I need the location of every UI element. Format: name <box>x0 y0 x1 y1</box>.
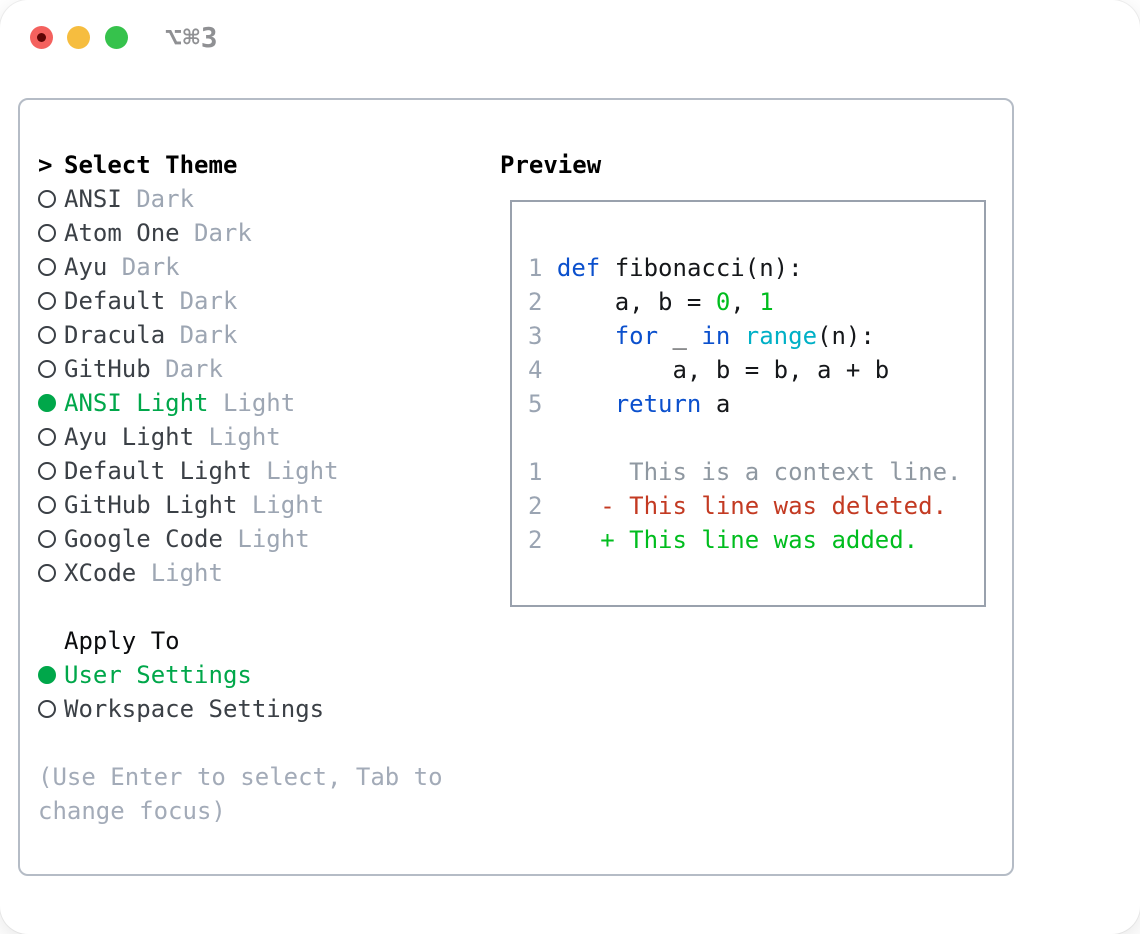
spacer <box>38 726 498 760</box>
theme-name: Dracula <box>64 321 166 349</box>
theme-variant: Dark <box>165 355 223 383</box>
theme-variant: Light <box>266 457 339 485</box>
blank-line <box>528 217 984 251</box>
select-theme-title: Select Theme <box>64 151 238 179</box>
theme-name: ANSI Light <box>64 389 209 417</box>
theme-name: Ayu Light <box>64 423 195 451</box>
theme-option-xcode[interactable]: XCode Light <box>38 556 498 590</box>
apply-to-title: Apply To <box>64 627 180 655</box>
apply-option-workspace-settings[interactable]: Workspace Settings <box>38 692 498 726</box>
radio-unselected-icon <box>38 360 64 378</box>
theme-option-atom-one-dark[interactable]: Atom One Dark <box>38 216 498 250</box>
theme-name: XCode <box>64 559 137 587</box>
theme-variant: Dark <box>136 185 195 213</box>
theme-variant: Light <box>237 525 310 553</box>
zoom-button[interactable] <box>105 26 128 49</box>
theme-option-ayu-light[interactable]: Ayu Light Light <box>38 420 498 454</box>
theme-option-google-code[interactable]: Google Code Light <box>38 522 498 556</box>
radio-unselected-icon <box>38 700 64 718</box>
theme-name: GitHub <box>64 355 151 383</box>
theme-variant: Dark <box>179 287 238 315</box>
theme-name: Ayu <box>64 253 108 281</box>
preview-title: Preview <box>500 151 602 179</box>
line-number: 2 <box>528 492 543 520</box>
apply-option-label: Workspace Settings <box>64 695 325 723</box>
theme-name: Default Light <box>64 457 252 485</box>
radio-unselected-icon <box>38 462 64 480</box>
close-button[interactable] <box>30 26 53 49</box>
theme-name: GitHub Light <box>64 491 238 519</box>
line-number: 2 <box>528 526 543 554</box>
line-number: 1 <box>528 254 543 282</box>
code-line: 5 return a <box>528 387 984 421</box>
line-number: 5 <box>528 390 543 418</box>
theme-option-dracula-dark[interactable]: Dracula Dark <box>38 318 498 352</box>
theme-name: Atom One <box>64 219 180 247</box>
line-number: 3 <box>528 322 543 350</box>
theme-variant: Light <box>222 389 296 417</box>
theme-option-ansi-dark[interactable]: ANSI Dark <box>38 182 498 216</box>
theme-name: Google Code <box>64 525 223 553</box>
theme-option-ayu-dark[interactable]: Ayu Dark <box>38 250 498 284</box>
code-line: 3 for _ in range(n): <box>528 319 984 353</box>
radio-selected-icon <box>38 666 64 684</box>
diff-added-line: 2 + This line was added. <box>528 523 984 557</box>
apply-option-label: User Settings <box>64 661 252 689</box>
theme-option-ansi-light[interactable]: ANSI Light Light <box>38 386 498 420</box>
help-text-line: (Use Enter to select, Tab to <box>38 763 443 791</box>
radio-unselected-icon <box>38 496 64 514</box>
theme-variant: Light <box>251 491 325 519</box>
radio-unselected-icon <box>38 428 64 446</box>
code-line: 4 a, b = b, a + b <box>528 353 984 387</box>
apply-to-header: Apply To <box>38 624 498 658</box>
theme-option-github-dark[interactable]: GitHub Dark <box>38 352 498 386</box>
diff-deleted-line: 2 - This line was deleted. <box>528 489 984 523</box>
radio-unselected-icon <box>38 564 64 582</box>
help-text-line: change focus) <box>38 797 226 825</box>
window-shortcut: ⌥⌘3 <box>165 21 219 54</box>
theme-option-github-light[interactable]: GitHub Light Light <box>38 488 498 522</box>
theme-variant: Dark <box>121 253 180 281</box>
radio-unselected-icon <box>38 258 64 276</box>
code-line: 2 a, b = 0, 1 <box>528 285 984 319</box>
theme-name: ANSI <box>64 185 122 213</box>
radio-selected-icon <box>38 394 64 412</box>
theme-option-default-light[interactable]: Default Light Light <box>38 454 498 488</box>
cursor-arrow-icon: > <box>38 151 53 179</box>
spacer <box>38 590 498 624</box>
radio-unselected-icon <box>38 224 64 242</box>
theme-variant: Dark <box>179 321 238 349</box>
line-number: 2 <box>528 288 543 316</box>
minimize-button[interactable] <box>67 26 90 49</box>
theme-list-header: > Select Theme <box>38 148 498 182</box>
diff-context-line: 1 This is a context line. <box>528 455 984 489</box>
radio-unselected-icon <box>38 190 64 208</box>
radio-unselected-icon <box>38 326 64 344</box>
theme-variant: Light <box>208 423 281 451</box>
radio-unselected-icon <box>38 292 64 310</box>
radio-unselected-icon <box>38 530 64 548</box>
theme-option-default-dark[interactable]: Default Dark <box>38 284 498 318</box>
line-number: 1 <box>528 458 543 486</box>
line-number: 4 <box>528 356 543 384</box>
theme-name: Default <box>64 287 166 315</box>
apply-option-user-settings[interactable]: User Settings <box>38 658 498 692</box>
blank-line <box>528 421 984 455</box>
theme-variant: Dark <box>194 219 252 247</box>
theme-variant: Light <box>150 559 223 587</box>
